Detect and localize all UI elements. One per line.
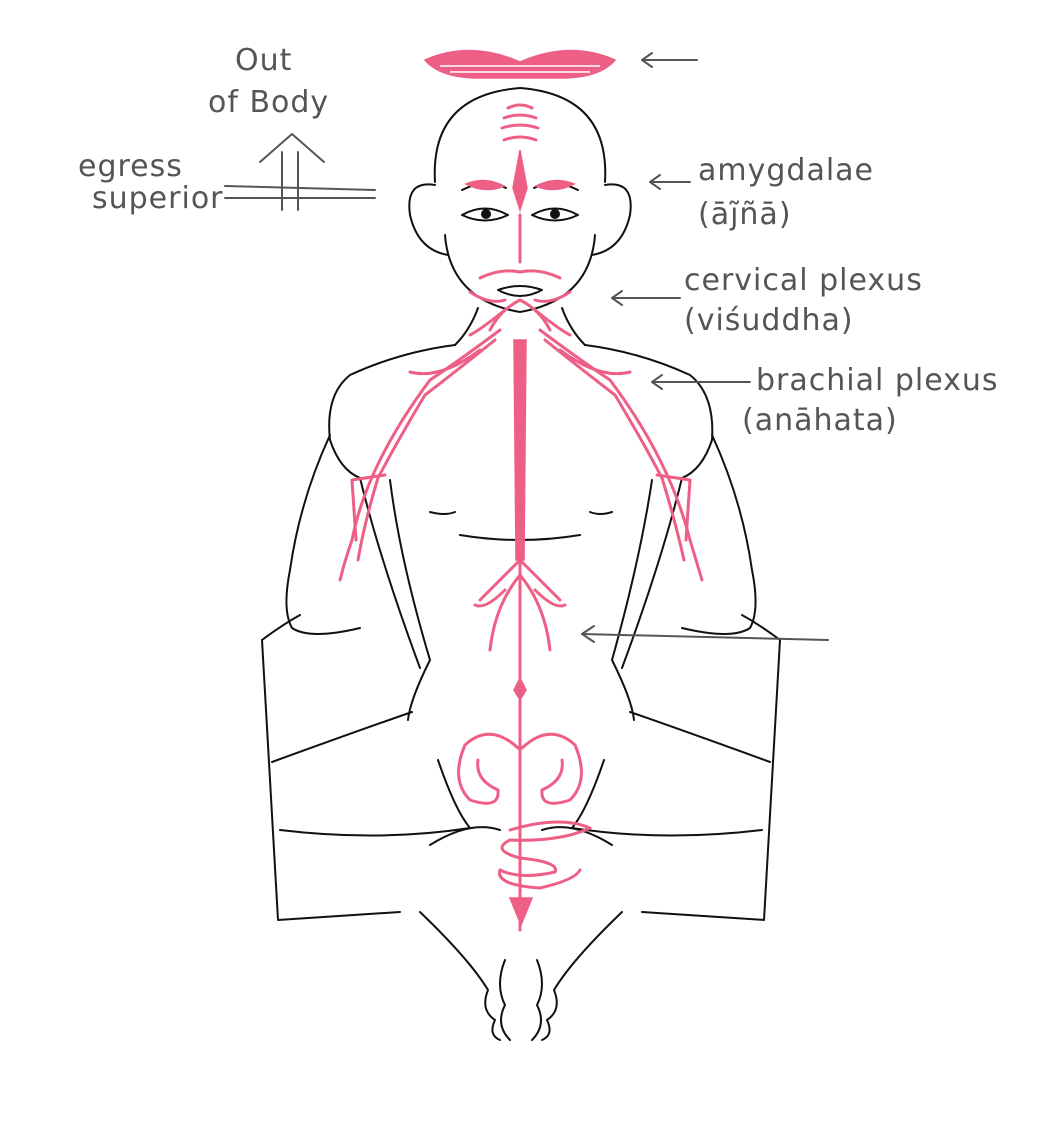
halo: [423, 49, 617, 79]
brachial-plexus-left: [338, 328, 502, 582]
head: [408, 87, 632, 313]
out-of-body-label-line2: of Body: [208, 85, 330, 120]
arrow-brachial: [651, 374, 751, 390]
arrow-cervical: [611, 290, 681, 306]
egress-label-line1: egress: [78, 149, 183, 184]
brachial-plexus-right: [538, 328, 704, 582]
out-of-body-label-line1: Out: [235, 43, 293, 78]
amygdalae-label-line1: amygdalae: [698, 153, 875, 188]
cervical-plexus: [468, 298, 572, 337]
egress-label-line2: superior: [92, 181, 224, 216]
ajna-markings: [464, 103, 576, 303]
arrow-halo: [641, 52, 698, 68]
brachial-label-line2: (anāhata): [742, 403, 898, 438]
cervical-label-line1: cervical plexus: [684, 263, 923, 298]
torso: [328, 307, 714, 829]
spinal-cord: [457, 339, 592, 932]
arrow-amygdalae: [649, 174, 691, 190]
amygdalae-label-line2: (āj̃ñā): [698, 197, 792, 232]
legs: [261, 614, 781, 1041]
egress-up-arrow: [224, 133, 376, 211]
cervical-label-line2: (viśuddha): [684, 303, 854, 338]
brachial-label-line1: brachial plexus: [756, 363, 999, 398]
arrow-abdomen: [581, 625, 829, 643]
